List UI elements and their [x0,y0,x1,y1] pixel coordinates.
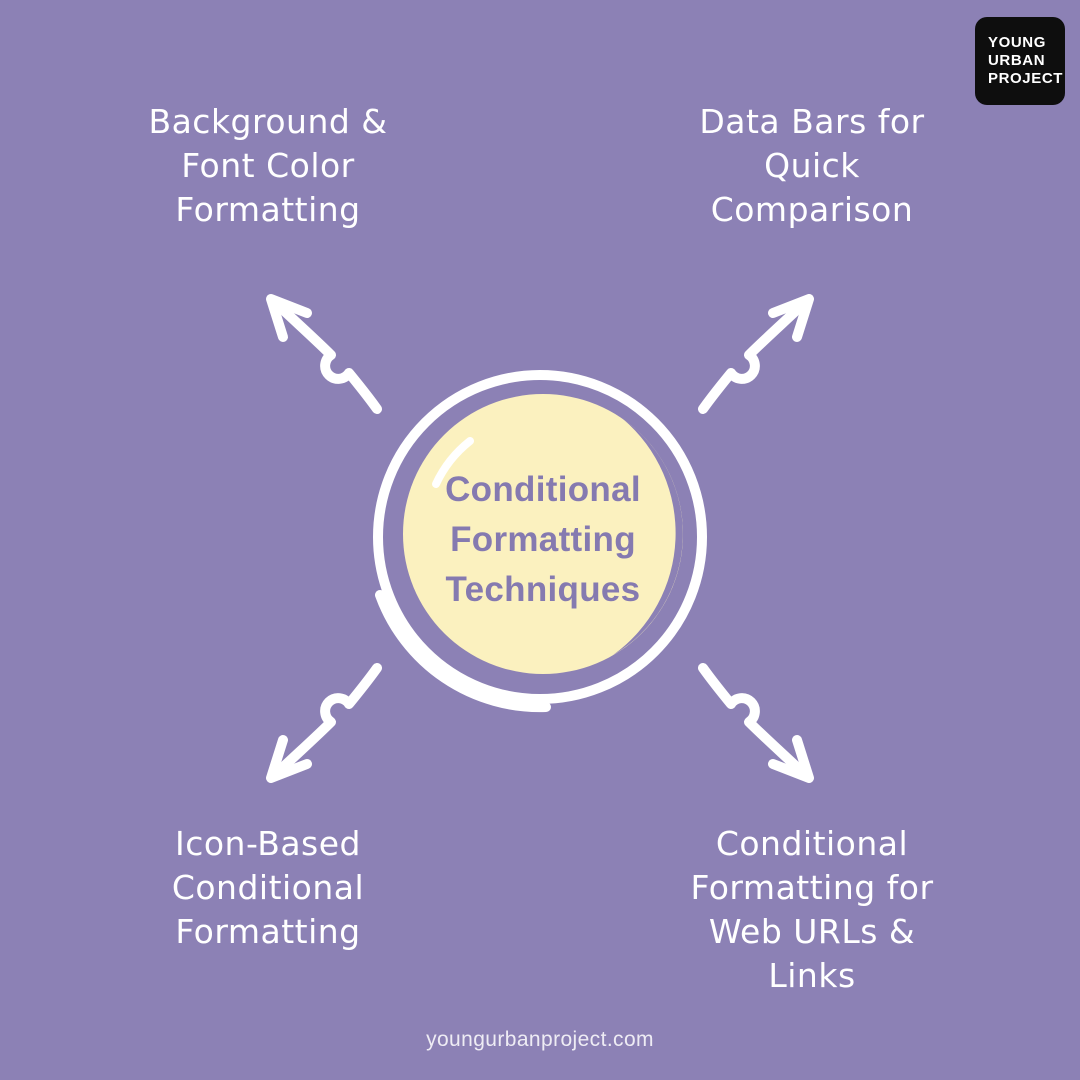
node-line: Background & [148,102,388,141]
circle-shadow-crescent [613,419,683,655]
node-line: Web URLs & [708,912,916,951]
node-line: Font Color [181,146,355,185]
node-line: Conditional [171,868,365,907]
circle-ring [373,370,707,704]
node-line: Comparison [710,190,914,229]
node-line: Icon-Based [174,824,362,863]
logo-line: YOUNG [988,34,1047,51]
center-circle [373,370,707,713]
arrow-bottom-right-icon [695,662,835,802]
node-top-left: Background & Font Color Formatting [100,100,436,232]
node-line: Data Bars for [699,102,925,141]
node-top-right: Data Bars for Quick Comparison [644,100,980,232]
node-line: Quick [764,146,860,185]
center-title-line: Techniques [445,570,641,609]
logo-line: PROJECT [988,70,1064,87]
node-line: Formatting [175,190,361,229]
center-title-line: Conditional [445,470,641,509]
center-title: Conditional Formatting Techniques [408,465,678,615]
node-line: Formatting [175,912,361,951]
brand-logo: YOUNG URBAN PROJECT [975,17,1065,105]
node-line: Conditional [715,824,909,863]
center-title-line: Formatting [450,520,636,559]
logo-line: URBAN [988,52,1046,69]
circle-fill [403,394,683,674]
node-bottom-right: Conditional Formatting for Web URLs & Li… [644,822,980,998]
arrow-bottom-left-icon [245,662,385,802]
arrow-top-right-icon [695,275,835,415]
node-line: Links [768,956,856,995]
circle-highlight [432,437,474,488]
circle-ring-sketch-arc [375,590,551,713]
footer-website: youngurbanproject.com [426,1028,654,1051]
node-line: Formatting for [690,868,934,907]
arrow-top-left-icon [245,275,385,415]
node-bottom-left: Icon-Based Conditional Formatting [100,822,436,954]
